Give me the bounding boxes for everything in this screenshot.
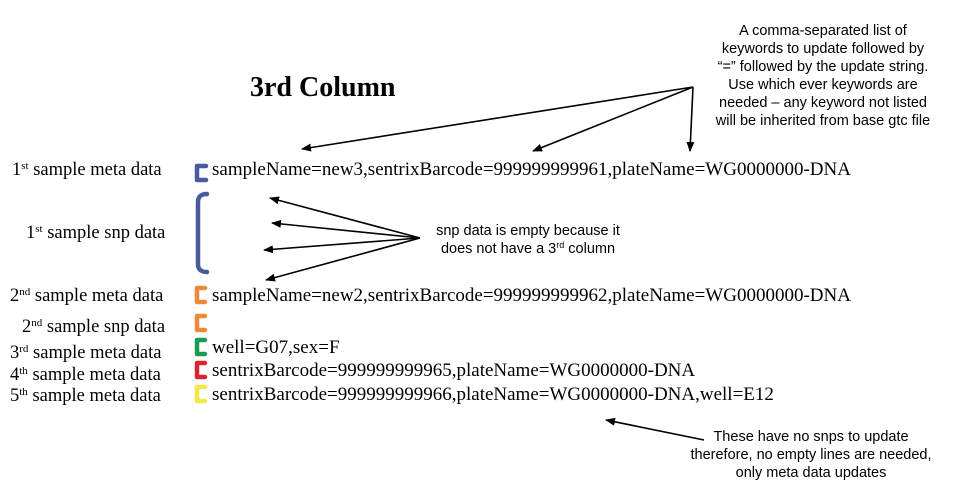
row-label-5: 3rd sample meta data (10, 343, 162, 363)
row-content-7: sentrixBarcode=999999999966,plateName=WG… (212, 384, 774, 405)
row-label-4: 2nd sample snp data (22, 317, 166, 337)
keyword-note: A comma-separated list of keywords to up… (715, 23, 931, 129)
arrow-to-plateName (686, 86, 695, 152)
row-label-3: 2nd sample meta data (10, 286, 164, 306)
row-label-6: 4th sample meta data (10, 365, 161, 385)
bracket-meta-3 (194, 337, 208, 357)
row-label-1: 1st sample meta data (12, 160, 162, 180)
row-label-7: 5th sample meta data (10, 386, 161, 406)
arrow-snp-2 (271, 219, 421, 239)
arrow-snp-3 (263, 237, 421, 254)
bracket-meta-2 (194, 285, 208, 305)
row-content-3: sampleName=new2,sentrixBarcode=999999999… (212, 285, 851, 306)
arrow-snp-4 (265, 237, 421, 282)
row-content-5: well=G07,sex=F (212, 337, 340, 358)
row-content-1: sampleName=new3,sentrixBarcode=999999999… (212, 159, 851, 180)
bracket-meta-1 (194, 163, 209, 183)
row-content-6: sentrixBarcode=999999999965,plateName=WG… (212, 360, 696, 381)
bracket-snp-1 (195, 191, 210, 275)
row-label-2: 1st sample snp data (26, 223, 166, 243)
bracket-meta-5 (194, 384, 208, 404)
arrow-no-snps (605, 417, 705, 441)
bracket-snp-2 (194, 313, 208, 333)
snp-empty-note: snp data is empty because it does not ha… (436, 223, 620, 257)
arrow-snp-1 (269, 196, 421, 239)
arrow-to-sentrixBarcode (532, 86, 694, 152)
diagram-title: 3rd Column (250, 72, 396, 103)
no-snps-note: These have no snps to update therefore, … (690, 429, 932, 481)
arrow-to-sampleName (301, 86, 694, 152)
bracket-meta-4 (194, 360, 208, 380)
